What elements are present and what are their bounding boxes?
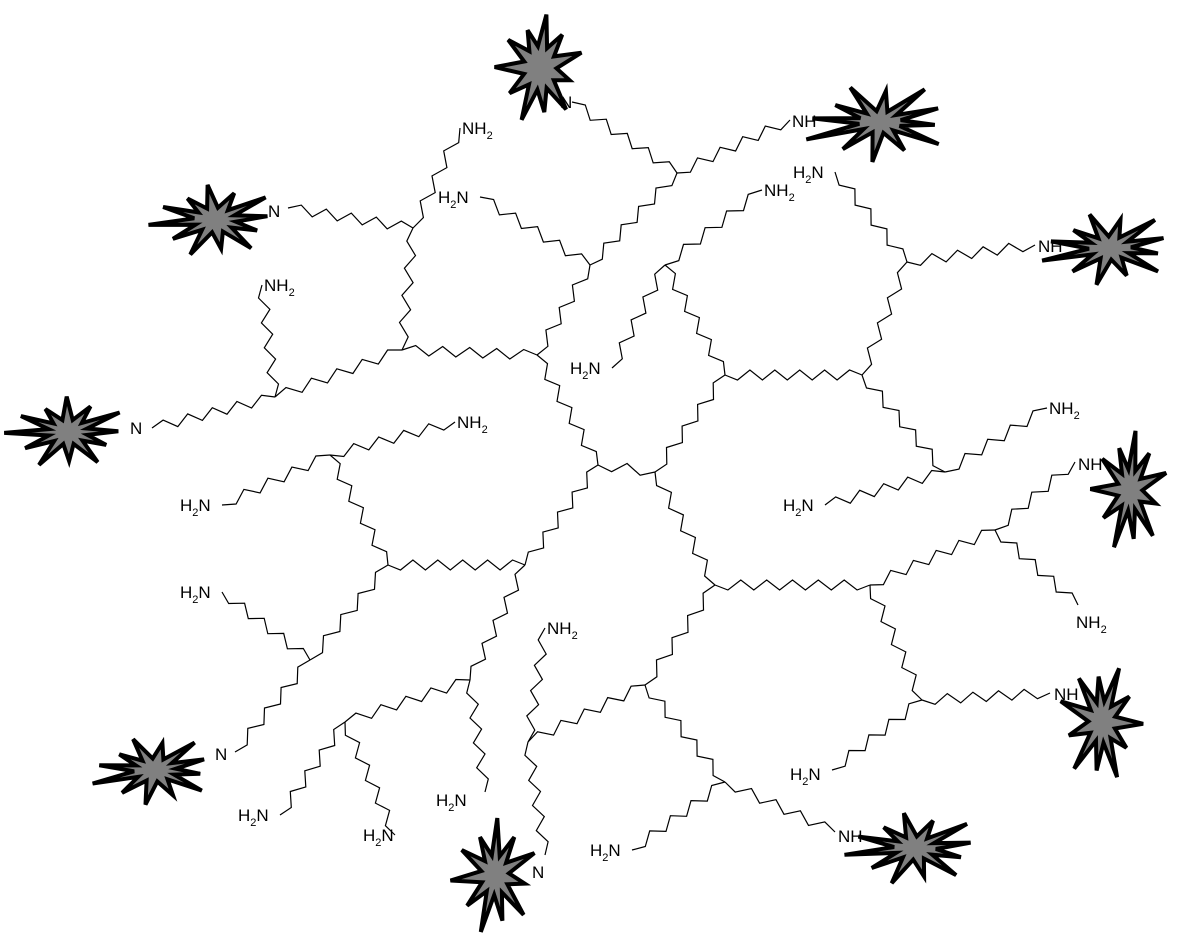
amine-label-nh2: NH2 — [764, 181, 795, 204]
conjugate-amine-label: NH — [1054, 685, 1079, 704]
alkyl-chain — [279, 721, 346, 816]
amine-label-h2n: H2N — [783, 496, 814, 519]
alkyl-chain — [329, 454, 389, 566]
alkyl-chain — [861, 374, 946, 473]
alkyl-chain — [597, 462, 656, 476]
alkyl-chain — [536, 354, 599, 466]
alkyl-chain — [724, 369, 863, 381]
burst-layer — [4, 14, 1168, 933]
conjugate-burst — [4, 396, 121, 469]
alkyl-chain — [466, 679, 489, 793]
alkyl-chain — [944, 407, 1048, 473]
alkyl-chain — [869, 584, 923, 701]
alkyl-chain — [309, 564, 389, 661]
conjugate-burst — [1089, 430, 1168, 549]
conjugate-amine-label: N — [130, 419, 142, 438]
conjugate-burst — [805, 83, 940, 163]
amine-label-nh2: NH2 — [1076, 613, 1107, 636]
alkyl-chain — [664, 189, 763, 266]
alkyl-chain — [644, 584, 716, 686]
alkyl-chain — [724, 781, 836, 833]
alkyl-chain — [906, 242, 1036, 266]
amine-label-nh2: NH2 — [1049, 399, 1080, 422]
alkyl-chain — [469, 564, 526, 681]
alkyl-chain — [524, 464, 599, 566]
alkyl-chain — [994, 529, 1079, 606]
alkyl-chain — [398, 227, 417, 351]
alkyl-chain — [527, 684, 646, 743]
conjugate-burst — [449, 817, 536, 933]
amine-label-h2n: H2N — [180, 496, 211, 519]
conjugate-amine-label: NH — [838, 827, 863, 846]
conjugate-burst — [844, 812, 971, 885]
alkyl-chain — [611, 264, 666, 369]
amine-label-h2n: H2N — [790, 765, 821, 788]
bond-layer — [151, 101, 1079, 856]
amine-label-nh2: NH2 — [547, 619, 578, 642]
alkyl-chain — [412, 127, 461, 229]
alkyl-chain — [221, 591, 311, 661]
alkyl-chain — [287, 204, 414, 230]
alkyl-chain — [274, 349, 402, 398]
alkyl-chain — [714, 579, 871, 591]
amine-label-nh2: NH2 — [462, 119, 493, 142]
alkyl-chain — [676, 119, 791, 174]
alkyl-chain — [664, 264, 726, 376]
alkyl-chain — [861, 261, 908, 376]
alkyl-chain — [479, 196, 591, 266]
alkyl-chain — [834, 171, 908, 263]
alkyl-chain — [644, 684, 726, 783]
alkyl-chain — [536, 264, 591, 356]
conjugate-amine-label: NH — [792, 112, 817, 131]
alkyl-chain — [654, 471, 716, 586]
alkyl-chain — [571, 101, 678, 174]
conjugate-amine-label: N — [268, 202, 280, 221]
alkyl-chain — [257, 284, 280, 398]
amine-label-h2n: H2N — [436, 791, 467, 814]
conjugate-amine-label: N — [532, 863, 544, 882]
conjugate-amine-label: N — [215, 745, 227, 764]
alkyl-chain — [387, 559, 526, 571]
amine-label-h2n: H2N — [570, 359, 601, 382]
alkyl-chain — [329, 421, 456, 458]
amine-label-h2n: H2N — [363, 826, 394, 849]
alkyl-chain — [589, 172, 678, 266]
alkyl-chain — [994, 461, 1076, 531]
amine-label-h2n: H2N — [238, 806, 269, 829]
alkyl-chain — [869, 529, 996, 586]
amine-label-h2n: H2N — [793, 163, 824, 186]
alkyl-chain — [401, 344, 538, 360]
conjugate-burst — [148, 184, 268, 256]
conjugate-burst — [1059, 667, 1144, 778]
amine-label-nh2: NH2 — [457, 413, 488, 436]
alkyl-chain — [344, 678, 471, 723]
conjugate-burst — [494, 14, 583, 121]
alkyl-chain — [344, 721, 396, 836]
amine-label-h2n: H2N — [438, 188, 469, 211]
alkyl-chain — [234, 659, 311, 753]
conjugate-burst — [92, 736, 205, 806]
alkyl-chain — [921, 688, 1051, 705]
amine-label-h2n: H2N — [180, 583, 211, 606]
amine-label-h2n: H2N — [590, 841, 621, 864]
alkyl-chain — [524, 741, 549, 856]
alkyl-chain — [151, 394, 276, 429]
alkyl-chain — [631, 781, 726, 851]
conjugate-burst — [1041, 212, 1165, 286]
amine-label-nh2: NH2 — [264, 276, 295, 299]
alkyl-chain — [526, 627, 547, 743]
alkyl-chain — [654, 374, 726, 473]
conjugate-amine-label: NH — [1078, 455, 1103, 474]
alkyl-chain — [831, 699, 923, 771]
alkyl-chain — [221, 454, 331, 506]
alkyl-chain — [824, 469, 946, 506]
